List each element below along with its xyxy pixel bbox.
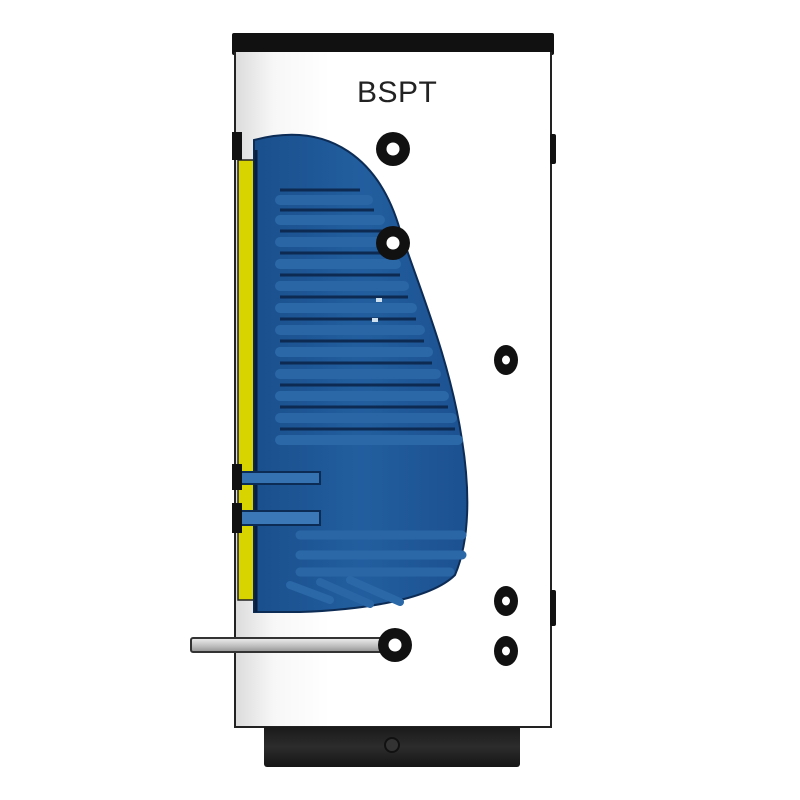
port-icon xyxy=(376,226,410,260)
fitting-top xyxy=(232,132,242,160)
sensor-port-icon xyxy=(378,628,412,662)
side-tab xyxy=(550,590,556,626)
fitting-mid xyxy=(232,464,242,490)
heating-coil xyxy=(275,175,467,608)
model-label: BSPT xyxy=(357,76,438,109)
side-tab xyxy=(550,134,556,164)
port-icon xyxy=(494,586,518,616)
port-icon xyxy=(494,636,518,666)
port-icon xyxy=(494,345,518,375)
drain-port-icon xyxy=(384,737,400,753)
top-cap xyxy=(232,33,554,55)
fitting-low xyxy=(232,503,242,533)
coil-pipe-lower xyxy=(239,510,321,526)
insulation-layer xyxy=(237,159,255,601)
sensor-rod xyxy=(190,637,388,653)
coil-pipe-upper xyxy=(239,471,321,485)
port-icon xyxy=(376,132,410,166)
